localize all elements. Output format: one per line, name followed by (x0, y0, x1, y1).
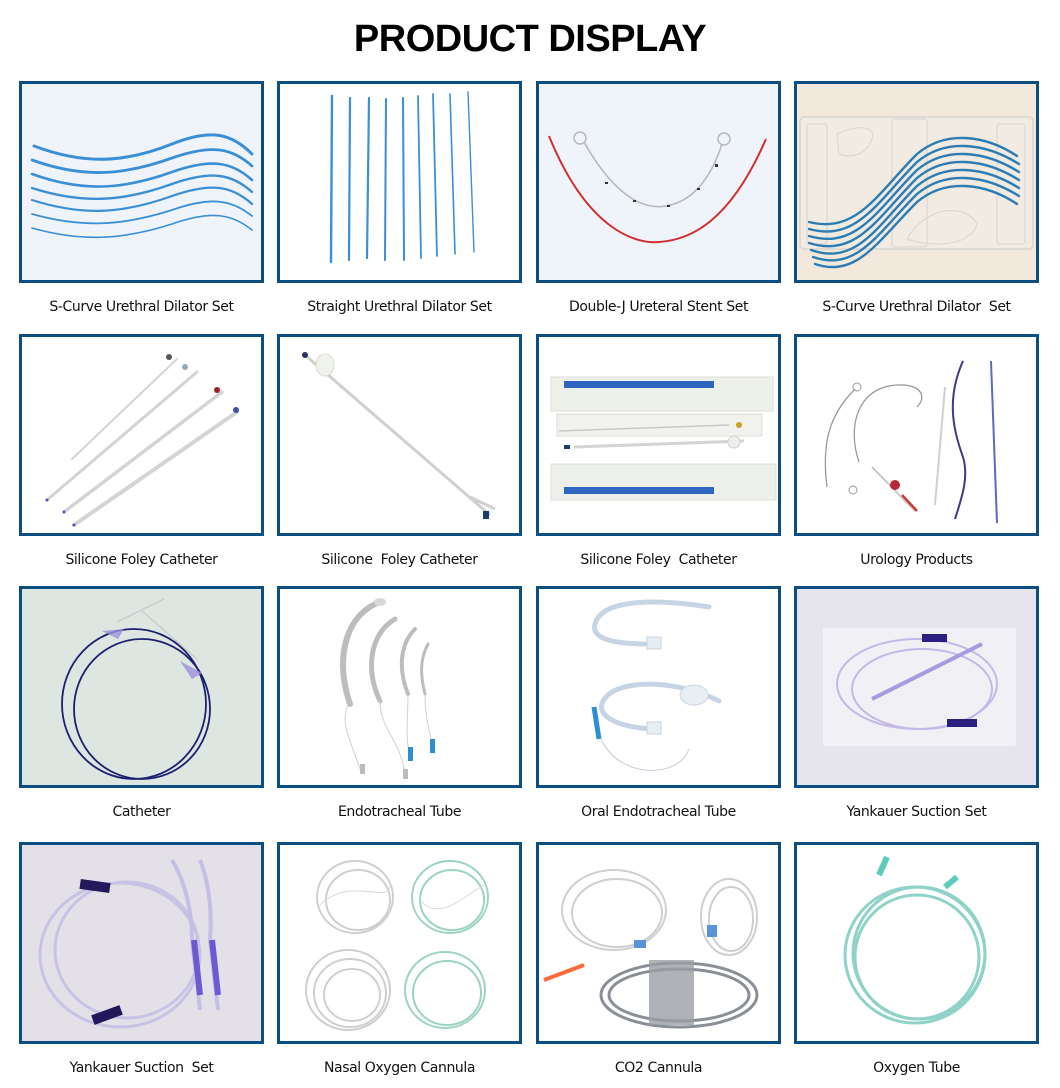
product-image[interactable] (794, 81, 1039, 283)
oral-endotracheal-tubes-image (591, 599, 722, 771)
product-card-co2-cannula[interactable]: CO2 Cannula (536, 842, 781, 1076)
product-card-silicone-foley-2[interactable]: Silicone Foley Catheter (277, 334, 522, 568)
product-caption[interactable]: Oral Endotracheal Tube (581, 804, 736, 820)
page-title: PRODUCT DISPLAY (353, 18, 707, 60)
foley-catheter-balloon-image (302, 352, 496, 519)
product-card-silicone-foley-3[interactable]: Silicone Foley Catheter (536, 334, 781, 568)
co2-cannulas-image (543, 869, 759, 1029)
straight-dilators-image (329, 91, 475, 264)
product-caption[interactable]: Endotracheal Tube (337, 804, 462, 820)
product-card-catheter[interactable]: Catheter (19, 586, 264, 820)
product-card-nasal-oxygen-cannula[interactable]: Nasal Oxygen Cannula (277, 842, 522, 1076)
product-caption[interactable]: Oxygen Tube (873, 1060, 960, 1076)
product-image[interactable] (19, 842, 264, 1044)
product-image[interactable] (794, 842, 1039, 1044)
product-card-s-curve-dilator-tray[interactable]: S-Curve Urethral Dilator Set (794, 81, 1039, 315)
product-card-oral-endotracheal-tube[interactable]: Oral Endotracheal Tube (536, 586, 781, 820)
endotracheal-tubes-image (340, 598, 436, 779)
product-caption[interactable]: Catheter (112, 804, 171, 820)
product-image[interactable] (277, 586, 522, 788)
product-image[interactable] (536, 586, 781, 788)
product-image[interactable] (19, 586, 264, 788)
product-card-silicone-foley-1[interactable]: Silicone Foley Catheter (19, 334, 264, 568)
product-card-endotracheal-tube[interactable]: Endotracheal Tube (277, 586, 522, 820)
product-image[interactable] (19, 81, 264, 283)
s-curve-dilators-image (30, 133, 254, 239)
product-image[interactable] (277, 842, 522, 1044)
product-caption[interactable]: Yankauer Suction Set (846, 804, 987, 820)
product-card-urology-products[interactable]: Urology Products (794, 334, 1039, 568)
product-card-yankauer-suction-set-1[interactable]: Yankauer Suction Set (794, 586, 1039, 820)
yankauer-tubing-handles-image (38, 858, 221, 1029)
product-image[interactable] (536, 842, 781, 1044)
product-card-double-j-stent[interactable]: Double-J Ureteral Stent Set (536, 81, 781, 315)
foley-catheters-image (45, 354, 239, 527)
product-caption[interactable]: CO2 Cannula (614, 1060, 703, 1076)
nasal-cannulas-image (305, 860, 489, 1031)
product-image[interactable] (19, 334, 264, 536)
product-card-oxygen-tube[interactable]: Oxygen Tube (794, 842, 1039, 1076)
product-caption[interactable]: Straight Urethral Dilator Set (307, 299, 492, 315)
product-caption[interactable]: Urology Products (860, 552, 973, 568)
product-image[interactable] (277, 334, 522, 536)
product-image[interactable] (794, 334, 1039, 536)
product-caption[interactable]: Silicone Foley Catheter (65, 552, 218, 568)
product-card-s-curve-dilator[interactable]: S-Curve Urethral Dilator Set (19, 81, 264, 315)
packaged-foley-catheters-image (550, 376, 777, 501)
product-image[interactable] (536, 81, 781, 283)
product-card-straight-dilator[interactable]: Straight Urethral Dilator Set (277, 81, 522, 315)
product-caption[interactable]: Yankauer Suction Set (69, 1060, 214, 1076)
product-image[interactable] (536, 334, 781, 536)
double-j-stent-image (548, 131, 767, 244)
product-caption[interactable]: Silicone Foley Catheter (321, 552, 478, 568)
urology-stents-image (824, 360, 998, 524)
s-curve-dilators-tray-image (799, 116, 1034, 269)
product-image[interactable] (277, 81, 522, 283)
product-caption[interactable]: Double-J Ureteral Stent Set (568, 299, 749, 315)
product-caption[interactable]: S-Curve Urethral Dilator Set (822, 299, 1011, 315)
product-caption[interactable]: Nasal Oxygen Cannula (323, 1060, 476, 1076)
oxygen-tubing-image (843, 855, 987, 1025)
product-image[interactable] (794, 586, 1039, 788)
product-card-yankauer-suction-set-2[interactable]: Yankauer Suction Set (19, 842, 264, 1076)
coiled-catheter-image (61, 598, 211, 780)
product-caption[interactable]: S-Curve Urethral Dilator Set (49, 299, 234, 315)
product-caption[interactable]: Silicone Foley Catheter (580, 552, 737, 568)
yankauer-set-bag-image (821, 626, 1018, 748)
